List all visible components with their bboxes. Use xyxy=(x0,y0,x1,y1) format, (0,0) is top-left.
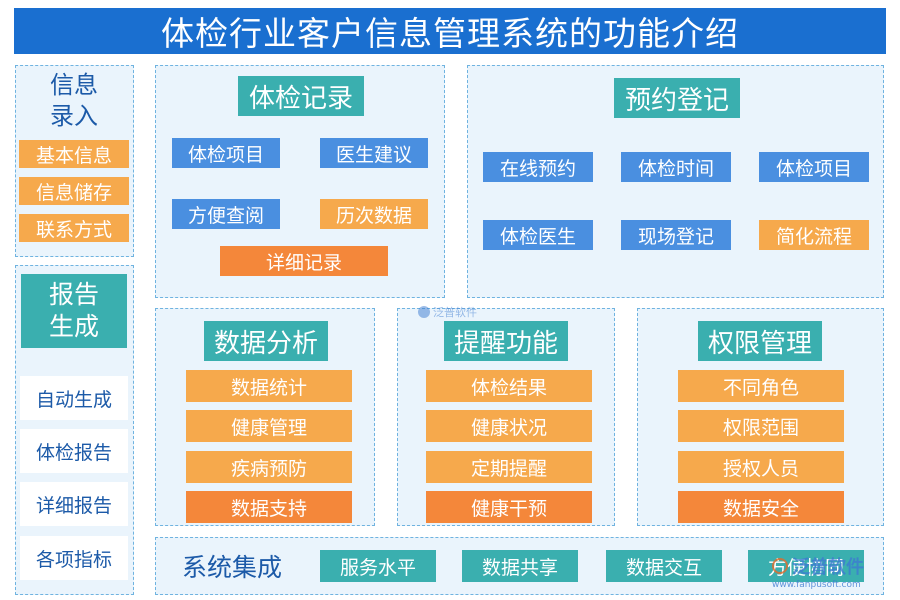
watermark-logo-icon xyxy=(418,306,430,318)
report-item-exam: 体检报告 xyxy=(20,429,128,473)
booking-item-simplify: 简化流程 xyxy=(759,220,869,250)
permission-item-security: 数据安全 xyxy=(678,491,844,523)
analysis-item-health: 健康管理 xyxy=(186,410,352,442)
permission-item-roles: 不同角色 xyxy=(678,370,844,402)
report-gen-title-line2: 生成 xyxy=(48,312,99,341)
info-entry-title-line2: 录入 xyxy=(50,102,98,130)
exam-record-item-history: 历次数据 xyxy=(320,199,428,229)
center-watermark: 泛普软件 xyxy=(418,304,477,320)
integration-panel: 系统集成 服务水平 数据共享 数据交互 方便协同 xyxy=(155,537,884,595)
reminder-panel: 提醒功能 体检结果 健康状况 定期提醒 健康干预 xyxy=(397,308,615,526)
brand-watermark-url: www.fanpusoft.com xyxy=(772,580,861,590)
exam-record-item-advice: 医生建议 xyxy=(320,138,428,168)
info-item-contact: 联系方式 xyxy=(19,214,129,242)
exam-record-item-project: 体检项目 xyxy=(172,138,280,168)
info-entry-panel: 信息 录入 基本信息 信息储存 联系方式 xyxy=(15,65,134,257)
analysis-heading: 数据分析 xyxy=(204,321,328,361)
integration-label: 系统集成 xyxy=(182,553,283,582)
reminder-heading: 提醒功能 xyxy=(444,321,568,361)
page-title: 体检行业客户信息管理系统的功能介绍 xyxy=(14,8,886,54)
reminder-item-periodic: 定期提醒 xyxy=(426,451,592,483)
integration-item-exchange: 数据交互 xyxy=(606,550,722,582)
info-item-basic: 基本信息 xyxy=(19,140,129,168)
booking-item-project: 体检项目 xyxy=(759,152,869,182)
booking-item-online: 在线预约 xyxy=(483,152,593,182)
analysis-panel: 数据分析 数据统计 健康管理 疾病预防 数据支持 xyxy=(155,308,375,526)
exam-record-item-detail: 详细记录 xyxy=(220,246,388,276)
corner-watermark: 泛普软件 www.fanpusoft.com xyxy=(772,553,890,590)
permission-item-authorized: 授权人员 xyxy=(678,451,844,483)
brand-logo-icon xyxy=(772,558,788,574)
brand-watermark-text: 泛普软件 xyxy=(792,557,864,578)
reminder-item-result: 体检结果 xyxy=(426,370,592,402)
exam-record-heading: 体检记录 xyxy=(238,76,364,116)
report-item-indicators: 各项指标 xyxy=(20,536,128,580)
integration-item-service: 服务水平 xyxy=(320,550,436,582)
report-item-auto: 自动生成 xyxy=(20,376,128,420)
booking-item-onsite: 现场登记 xyxy=(621,220,731,250)
reminder-item-intervention: 健康干预 xyxy=(426,491,592,523)
reminder-item-status: 健康状况 xyxy=(426,410,592,442)
booking-item-time: 体检时间 xyxy=(621,152,731,182)
report-gen-panel: 报告 生成 自动生成 体检报告 详细报告 各项指标 xyxy=(15,265,134,595)
permission-item-scope: 权限范围 xyxy=(678,410,844,442)
permission-panel: 权限管理 不同角色 权限范围 授权人员 数据安全 xyxy=(637,308,884,526)
booking-panel: 预约登记 在线预约 体检时间 体检项目 体检医生 现场登记 简化流程 xyxy=(467,65,884,298)
report-gen-title: 报告 生成 xyxy=(21,274,127,348)
info-item-storage: 信息储存 xyxy=(19,177,129,205)
report-item-detail: 详细报告 xyxy=(20,482,128,526)
permission-heading: 权限管理 xyxy=(698,321,822,361)
report-gen-title-line1: 报告 xyxy=(48,280,99,309)
booking-heading: 预约登记 xyxy=(614,78,740,118)
info-entry-title-line1: 信息 xyxy=(50,71,98,99)
info-entry-title: 信息 录入 xyxy=(16,70,132,132)
booking-item-doctor: 体检医生 xyxy=(483,220,593,250)
center-watermark-text: 泛普软件 xyxy=(433,306,477,319)
exam-record-panel: 体检记录 体检项目 医生建议 方便查阅 历次数据 详细记录 xyxy=(155,65,445,298)
exam-record-item-lookup: 方便查阅 xyxy=(172,199,280,229)
integration-item-sharing: 数据共享 xyxy=(462,550,578,582)
analysis-item-support: 数据支持 xyxy=(186,491,352,523)
analysis-item-stats: 数据统计 xyxy=(186,370,352,402)
analysis-item-prevention: 疾病预防 xyxy=(186,451,352,483)
